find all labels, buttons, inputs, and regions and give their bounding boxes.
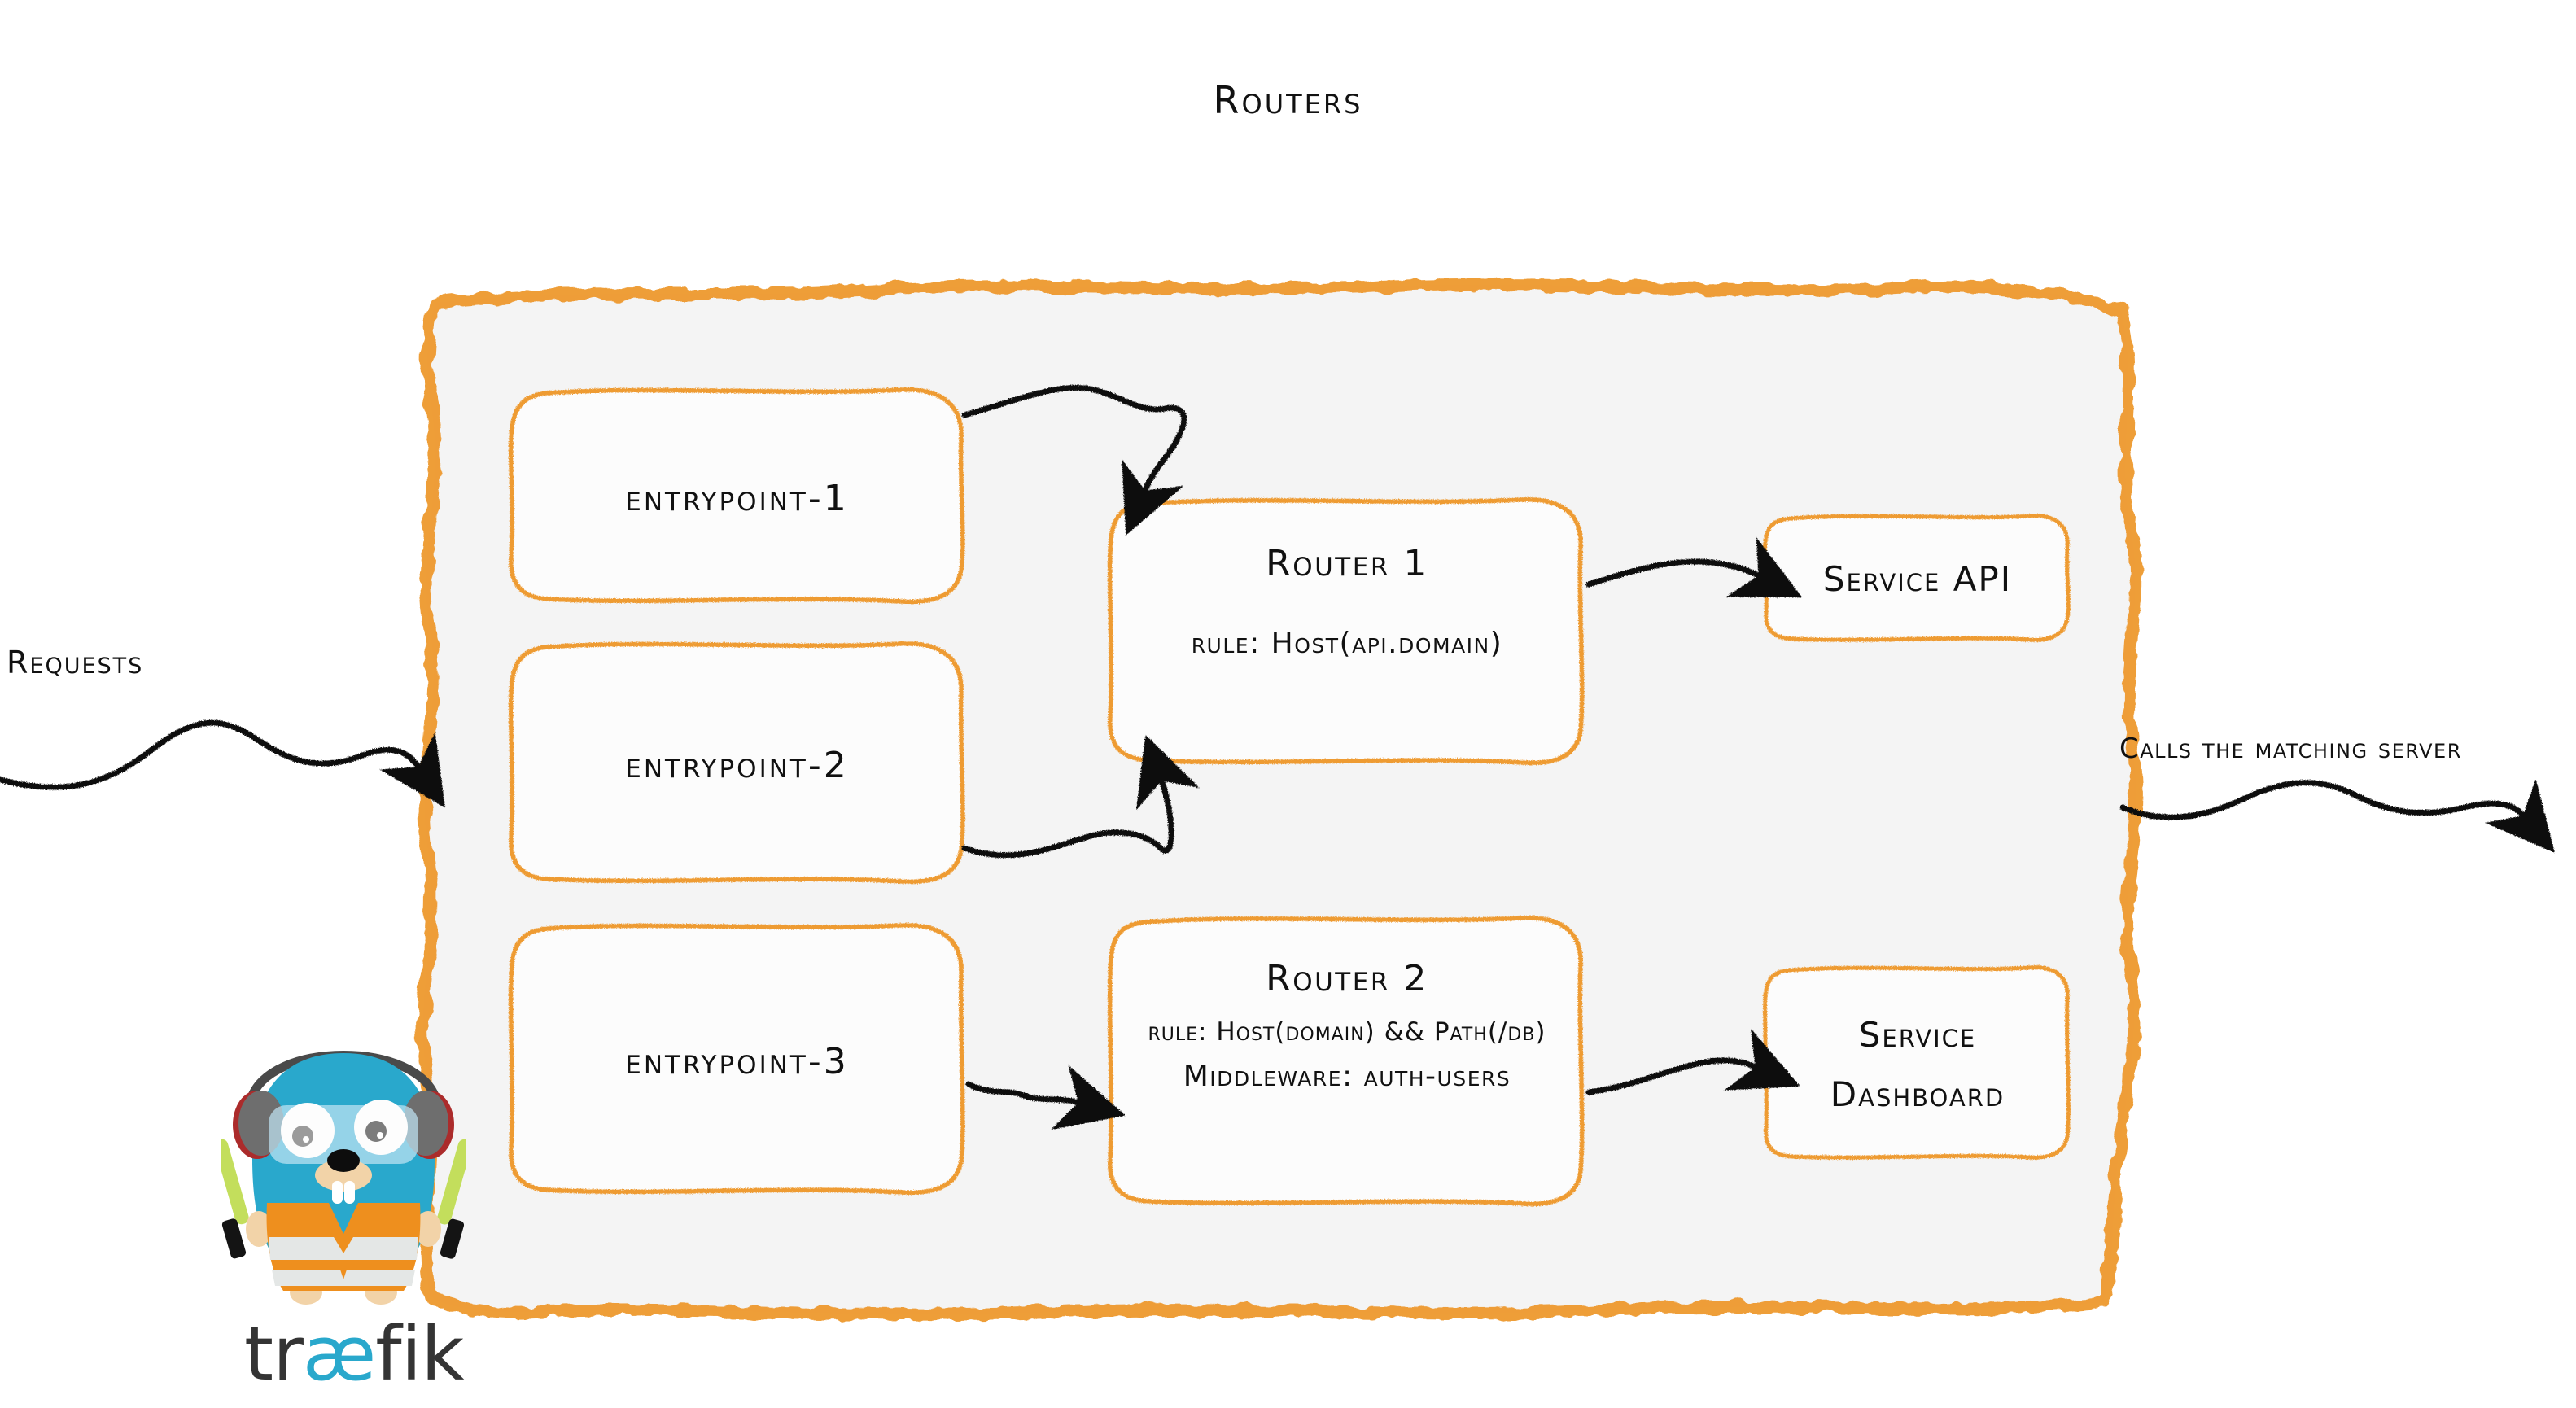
requests-label: Requests	[7, 645, 144, 680]
marshalling-wand-left	[221, 1139, 249, 1259]
traefik-wordmark: træfik	[244, 1317, 464, 1392]
gopher-snout	[315, 1159, 372, 1192]
arrow-entrypoint3-router2	[965, 1065, 1126, 1130]
calls-matching-server-label: Calls the matching server	[2119, 732, 2462, 765]
arrow-entrypoint2-router1	[961, 734, 1200, 859]
wordmark-part-3: fik	[375, 1310, 464, 1397]
arrow-requests-in	[0, 719, 445, 808]
wordmark-ae-ligature: æ	[302, 1310, 376, 1397]
router-box-1[interactable]	[1107, 497, 1585, 766]
marshalling-wand-right	[437, 1139, 466, 1259]
entrypoint-box-1[interactable]	[508, 387, 965, 605]
service-box-dashboard[interactable]	[1763, 965, 2071, 1160]
gopher-pupil-right	[365, 1121, 387, 1142]
gopher-tooth-right	[344, 1181, 355, 1204]
gopher-nose	[327, 1149, 360, 1172]
arrow-entrypoint1-router1	[961, 384, 1187, 536]
router-box-2[interactable]	[1107, 916, 1585, 1207]
routers-panel-border	[417, 278, 2142, 1321]
arrow-calls-out	[2119, 779, 2556, 853]
arrow-router1-serviceapi	[1585, 536, 1803, 598]
traefik-gopher-mascot	[221, 1051, 466, 1305]
gopher-hand-left	[246, 1211, 272, 1247]
gopher-eye-glint-left	[303, 1136, 309, 1143]
wordmark-part-1: tr	[244, 1310, 304, 1397]
gopher-hand-right	[415, 1211, 441, 1247]
arrow-router2-servicedashboard	[1585, 1028, 1800, 1095]
entrypoint-box-3[interactable]	[508, 923, 965, 1196]
page-title: Routers	[1213, 78, 1363, 122]
entrypoint-box-2[interactable]	[508, 641, 965, 885]
gopher-tooth-left	[332, 1181, 343, 1204]
service-box-api[interactable]	[1763, 514, 2071, 642]
gopher-eye-glint-right	[377, 1132, 383, 1139]
safety-vest	[266, 1203, 421, 1291]
gopher-pupil-left	[292, 1126, 313, 1147]
